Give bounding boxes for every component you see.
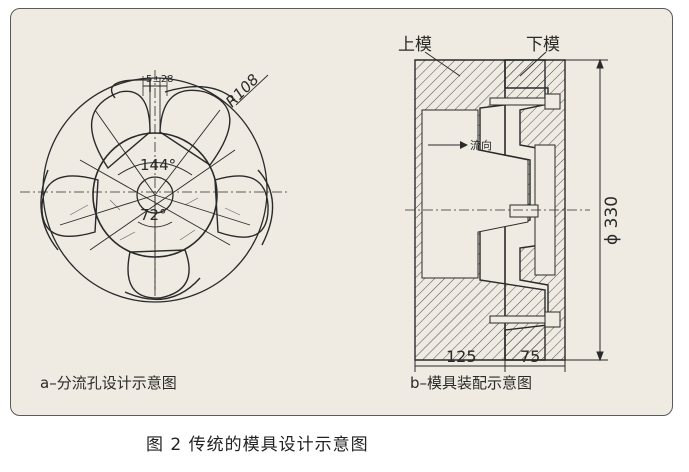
angle-arc-inner xyxy=(137,221,173,228)
lower-die-label: 下模 xyxy=(526,35,560,55)
radius-label: R108 xyxy=(222,70,262,110)
diameter-dimension xyxy=(565,58,608,362)
upper-die-leader xyxy=(424,51,461,77)
figure-caption: 图 2 传统的模具设计示意图 xyxy=(146,435,369,455)
angle-arc-outer xyxy=(117,162,193,176)
inner-angle-label: 72° xyxy=(140,206,167,224)
porthole-lobes xyxy=(40,79,274,301)
dim-left-label: 125 xyxy=(446,347,477,366)
top-dimension-label: 5±28 xyxy=(146,74,173,85)
lower-die-leader xyxy=(519,51,547,77)
outer-angle-label: 144° xyxy=(140,156,176,174)
upper-die-label: 上模 xyxy=(398,35,432,55)
diameter-label: ϕ 330 xyxy=(602,196,622,245)
radius-leader xyxy=(235,74,269,106)
sketch-strokes xyxy=(69,197,241,241)
dim-right-label: 75 xyxy=(520,347,540,366)
panel-a-porthole-diagram xyxy=(20,70,290,303)
die-cavity xyxy=(421,109,529,279)
panel-a-caption: a–分流孔设计示意图 xyxy=(40,374,177,392)
bottom-dimensions xyxy=(414,360,566,372)
panel-b-die-assembly xyxy=(405,59,590,361)
panel-b-caption: b–模具装配示意图 xyxy=(410,374,533,392)
radial-spokes xyxy=(59,78,251,290)
flow-label: 流向 xyxy=(470,138,492,152)
